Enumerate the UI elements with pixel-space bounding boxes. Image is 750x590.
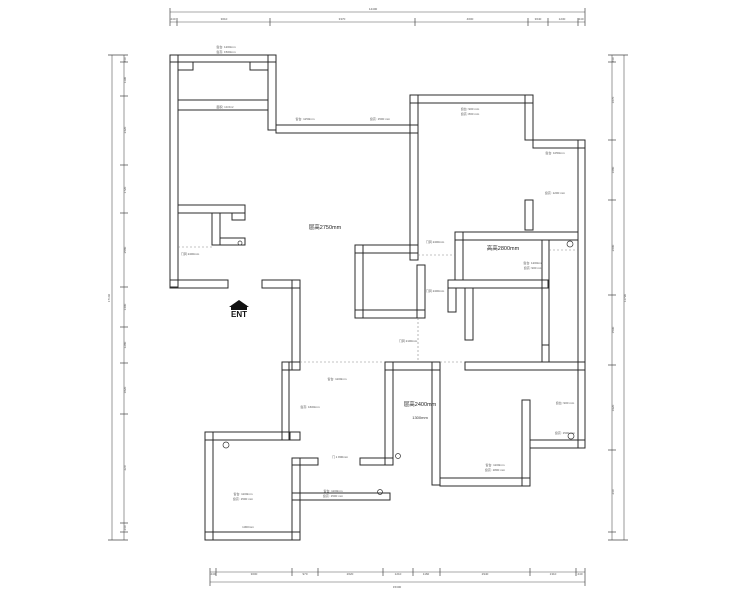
living-room-height: 层高2750mm bbox=[309, 223, 342, 231]
left-total-dim: 17140 bbox=[107, 293, 111, 302]
height-note: 1300mm bbox=[412, 415, 428, 420]
bottom-seg-5: 1210 bbox=[395, 572, 402, 576]
tag-east-b: 窗高: 1500 mm bbox=[555, 430, 576, 435]
tag-west-note: 门 1 800mm bbox=[332, 454, 349, 459]
top-total-dim: 14400 bbox=[369, 7, 378, 11]
right-seg-2: 1670 bbox=[611, 96, 615, 103]
tag-bottom-right-a: 窗台: 1100mm bbox=[485, 462, 505, 467]
top-seg-1: 240 bbox=[170, 17, 175, 21]
tag-living-lower2: 窗高: 1600mm bbox=[300, 404, 320, 409]
bottom-seg-9: 240 bbox=[577, 572, 582, 576]
top-seg-4: 4600 bbox=[467, 17, 474, 21]
fixtures bbox=[222, 240, 575, 495]
entrance-arrow-icon bbox=[229, 300, 249, 307]
top-seg-5: 3640 bbox=[535, 17, 542, 21]
left-seg-1: 240 bbox=[123, 57, 127, 62]
tag-cab: 1300mm bbox=[242, 525, 254, 529]
entrance-label: ENT bbox=[231, 310, 247, 319]
tag-kitchen-mid: 窗高: 1200 mm bbox=[545, 190, 566, 195]
tag-balcony-b: 窗高: 1500mm bbox=[216, 49, 236, 54]
bottom-seg-7: 2940 bbox=[482, 572, 489, 576]
left-seg-5: 2580 bbox=[123, 246, 127, 253]
top-seg-2: 3010 bbox=[221, 17, 228, 21]
bottom-dimension-lines: 240 3000 970 2620 1210 1160 2940 1310 24… bbox=[209, 568, 586, 589]
right-dimension-lines: 240 1670 1680 2600 1590 1920 240 11790 bbox=[608, 54, 628, 541]
left-seg-7: 1280 bbox=[123, 341, 127, 348]
openings bbox=[178, 246, 578, 363]
right-total-dim: 11790 bbox=[623, 294, 627, 302]
tag-door-a: 门洞 2100mm bbox=[399, 338, 418, 343]
tag-master-top: 窗台: 1150mm bbox=[295, 116, 315, 121]
tag-bottom-mid-a: 窗台: 1100mm bbox=[323, 488, 343, 493]
left-seg-8: 1820 bbox=[123, 386, 127, 393]
tag-balcony-a: 窗台: 1200mm bbox=[216, 44, 236, 49]
tag-living-lower: 窗台: 1100mm bbox=[327, 376, 347, 381]
tag-bath-top: 窗台: 900 mm bbox=[461, 106, 480, 111]
bottom-seg-1: 240 bbox=[210, 572, 215, 576]
study-room-height: 高高2800mm bbox=[487, 244, 520, 252]
bottom-seg-6: 1160 bbox=[423, 572, 430, 576]
tag-study-side: 门洞 2400mm bbox=[426, 239, 445, 244]
tag-corridor: 门洞 2400mm bbox=[426, 288, 445, 293]
annotation-tags: 面积: 10.6m² 门洞 2400mm 窗台: 1200mm 窗高: 1500… bbox=[181, 44, 576, 529]
tag-master-top2: 窗高: 1500 mm bbox=[370, 116, 391, 121]
right-seg-1: 240 bbox=[611, 57, 615, 62]
top-seg-6: 1230 bbox=[559, 17, 566, 21]
bottom-seg-2: 3000 bbox=[251, 572, 258, 576]
tag-wc-b: 窗高: 900 mm bbox=[524, 265, 543, 270]
tag-bottom-left-a: 窗台: 1100mm bbox=[233, 491, 253, 496]
left-seg-3: 2420 bbox=[123, 126, 127, 133]
tag-bottom-mid-b: 窗高: 1500 mm bbox=[323, 493, 344, 498]
left-seg-9: 220 bbox=[123, 465, 127, 470]
tag-bottom-left-b: 窗高: 1500 mm bbox=[233, 496, 254, 501]
tag-east-a: 窗台: 900 mm bbox=[556, 400, 575, 405]
left-seg-4: 1720 bbox=[123, 186, 127, 193]
tag-bath-mid: 窗高: 800 mm bbox=[461, 111, 480, 116]
bedroom-height: 层高2400mm bbox=[404, 400, 437, 408]
left-seg-10: 240 bbox=[123, 525, 127, 530]
walls bbox=[169, 54, 586, 541]
top-seg-3: 3370 bbox=[339, 17, 346, 21]
left-seg-6: 1400 bbox=[123, 303, 127, 310]
top-dimension-lines: 14400 240 3010 3370 4600 3640 1230 240 bbox=[169, 7, 586, 26]
left-seg-2: 1190 bbox=[123, 76, 127, 83]
right-seg-6: 1920 bbox=[611, 404, 615, 411]
bottom-seg-8: 1310 bbox=[550, 572, 557, 576]
bottom-seg-3: 970 bbox=[302, 572, 307, 576]
tag-kitchen-top: 窗台: 1050mm bbox=[545, 150, 565, 155]
tag-wc-a: 窗台: 1200mm bbox=[523, 260, 543, 265]
right-seg-4: 2600 bbox=[611, 244, 615, 251]
right-seg-7: 240 bbox=[611, 489, 615, 494]
bottom-seg-4: 2620 bbox=[347, 572, 354, 576]
tag-bottom-right-b: 窗高: 1800 mm bbox=[485, 467, 506, 472]
left-dimension-lines: 240 1190 2420 1720 2580 1400 1280 1820 2… bbox=[107, 54, 128, 541]
right-seg-5: 1590 bbox=[611, 326, 615, 333]
right-seg-3: 1680 bbox=[611, 166, 615, 173]
tag-bedroom-nw-top: 面积: 10.6m² bbox=[216, 104, 233, 109]
bottom-total-dim: 15300 bbox=[393, 585, 402, 589]
tag-bedroom-nw-mid: 门洞 2400mm bbox=[181, 251, 200, 256]
top-seg-7: 240 bbox=[578, 17, 583, 21]
entrance-marker: ENT bbox=[229, 300, 249, 319]
